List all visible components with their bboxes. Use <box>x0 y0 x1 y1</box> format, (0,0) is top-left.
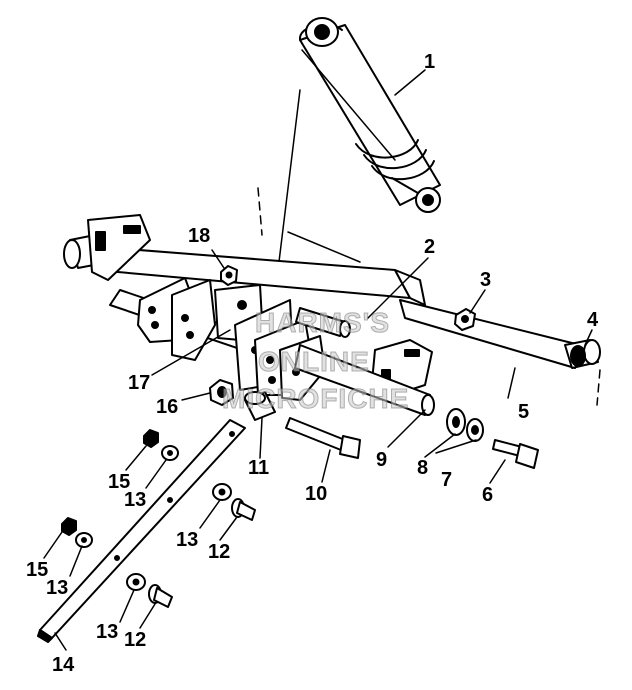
leader-lines <box>43 69 593 651</box>
callout-1: 1 <box>424 51 436 73</box>
callout-6: 6 <box>482 484 494 506</box>
nut-16 <box>209 379 234 406</box>
nut-3 <box>454 308 476 331</box>
bolt-10 <box>285 417 361 459</box>
callout-13b: 13 <box>176 529 199 551</box>
bushing-11 <box>244 391 276 421</box>
bolt-12b <box>148 584 173 608</box>
callout-13a: 13 <box>124 489 147 511</box>
callout-10: 10 <box>305 483 328 505</box>
center-mount-plates <box>137 277 326 401</box>
left-mount-bracket <box>87 214 151 281</box>
watermark-line-1: HARMS'S <box>255 307 390 339</box>
callout-12a: 12 <box>208 541 231 563</box>
callout-15b: 15 <box>26 559 49 581</box>
washer-13a <box>161 445 179 461</box>
bolt-12a <box>231 498 256 521</box>
bolt-2 <box>295 307 351 338</box>
watermark-line-3: MICROFICHE <box>221 383 410 415</box>
bolt-6 <box>492 439 539 469</box>
callout-8: 8 <box>417 457 429 479</box>
callout-9: 9 <box>376 449 388 471</box>
callout-11: 11 <box>248 457 270 479</box>
watermark-line-2: ONLINE <box>258 346 370 378</box>
callout-15a: 15 <box>108 471 131 493</box>
callout-12b: 12 <box>124 629 147 651</box>
nut-15a <box>143 429 159 448</box>
callout-7: 7 <box>441 469 453 491</box>
washer-7 <box>466 418 484 442</box>
callout-3: 3 <box>480 269 492 291</box>
callout-4: 4 <box>587 309 599 331</box>
callout-2: 2 <box>424 236 436 258</box>
callout-13c: 13 <box>46 577 69 599</box>
strap-14 <box>37 419 246 643</box>
nut-18 <box>220 265 238 286</box>
nut-15b <box>61 517 77 536</box>
alignment-lines <box>257 89 601 406</box>
callout-16: 16 <box>156 396 179 418</box>
washer-13b <box>212 483 232 501</box>
shock-absorber <box>299 17 441 213</box>
callout-13d: 13 <box>96 621 119 643</box>
callout-17: 17 <box>128 372 151 394</box>
washer-8 <box>446 408 466 436</box>
callout-14: 14 <box>52 654 75 676</box>
callout-5: 5 <box>518 401 530 423</box>
callout-18: 18 <box>188 225 211 247</box>
washer-13c <box>75 532 93 548</box>
washer-13d <box>126 573 146 591</box>
